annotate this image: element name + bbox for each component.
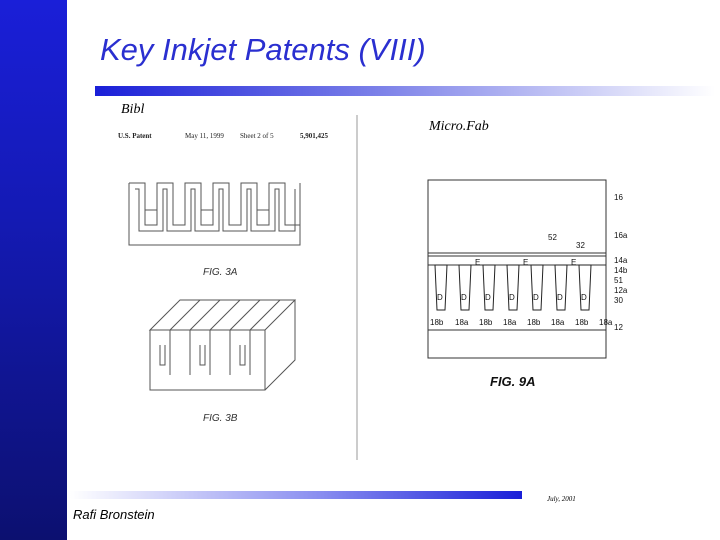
channel-array	[434, 264, 592, 311]
blue-side-bar	[0, 0, 67, 540]
callout-52: 52	[548, 233, 557, 242]
svg-text:18a: 18a	[503, 318, 517, 327]
fig-3b-caption: FIG. 3B	[203, 413, 238, 424]
svg-text:18a: 18a	[551, 318, 565, 327]
svg-text:E: E	[475, 258, 480, 267]
svg-text:18a: 18a	[599, 318, 613, 327]
svg-text:D: D	[485, 293, 491, 302]
svg-text:D: D	[557, 293, 563, 302]
fig-9a-caption: FIG. 9A	[490, 374, 536, 389]
patent-header-left: U.S. Patent	[118, 132, 152, 140]
svg-text:14a: 14a	[614, 256, 628, 265]
microfab-label: Micro.Fab	[429, 119, 489, 134]
footer-date: July, 2001	[547, 495, 576, 503]
svg-text:D: D	[509, 293, 515, 302]
fig-3a-caption: FIG. 3A	[203, 267, 238, 278]
fig-3b-drawing	[148, 299, 297, 391]
svg-text:18b: 18b	[575, 318, 589, 327]
svg-text:E: E	[571, 258, 576, 267]
bibl-label: Bibl	[121, 102, 145, 117]
patent-sheet-number: Sheet 2 of 5	[240, 132, 274, 140]
patent-drawing-sheet: U.S. Patent May 11, 1999 Sheet 2 of 5 5,…	[118, 115, 358, 460]
callout-32: 32	[576, 241, 585, 250]
svg-text:16a: 16a	[614, 231, 628, 240]
footer-author: Rafi Bronstein	[73, 507, 155, 522]
svg-text:14b: 14b	[614, 266, 628, 275]
microfab-fig-9a: D D D D D D D E E E 52 32 16 16a 14a 14b 51 1…	[427, 179, 628, 389]
patent-number: 5,901,425	[300, 132, 329, 140]
svg-text:18b: 18b	[430, 318, 444, 327]
patent-date: May 11, 1999	[185, 132, 224, 140]
svg-text:12a: 12a	[614, 286, 628, 295]
chip-outline	[427, 179, 607, 359]
svg-text:D: D	[461, 293, 467, 302]
bottom-gradient-rule	[70, 491, 522, 499]
fig-3a-drawing	[128, 182, 301, 246]
title-gradient-rule	[95, 86, 715, 96]
slide-title: Key Inkjet Patents (VIII)	[100, 32, 426, 67]
svg-text:D: D	[533, 293, 539, 302]
svg-text:18a: 18a	[455, 318, 469, 327]
svg-text:16: 16	[614, 193, 623, 202]
svg-text:D: D	[581, 293, 587, 302]
svg-text:51: 51	[614, 276, 623, 285]
svg-text:E: E	[523, 258, 528, 267]
svg-text:30: 30	[614, 296, 623, 305]
svg-text:18b: 18b	[479, 318, 493, 327]
svg-text:18b: 18b	[527, 318, 541, 327]
right-labels: 16 16a 14a 14b 51 12a 30 12	[614, 193, 628, 332]
svg-text:12: 12	[614, 323, 623, 332]
channel-labels: 18b 18a 18b 18a 18b 18a 18b 18a	[430, 318, 613, 327]
svg-text:D: D	[437, 293, 443, 302]
